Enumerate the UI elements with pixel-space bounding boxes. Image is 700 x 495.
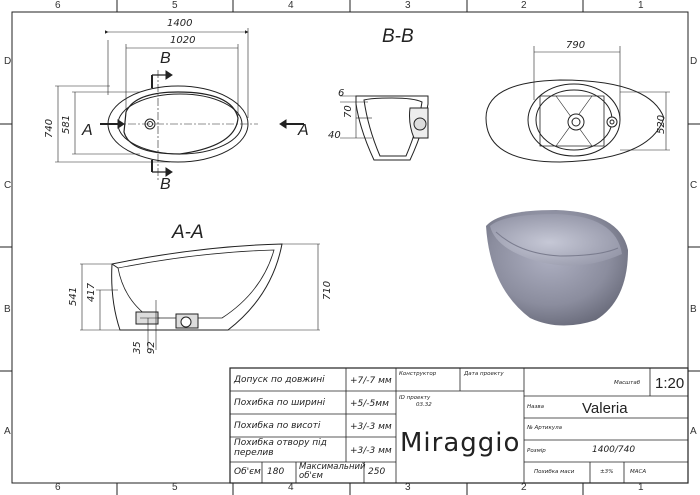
tb-mass-label: МАСА <box>630 469 647 475</box>
zone-right-a: A <box>690 426 697 437</box>
section-aa-view <box>80 243 320 350</box>
plan-view <box>55 28 304 180</box>
zone-bottom-2: 2 <box>521 482 527 493</box>
tb-max-volume-value: 250 <box>368 467 386 477</box>
dim-bb-40: 40 <box>328 130 341 141</box>
dim-aa-541: 541 <box>68 286 79 306</box>
dim-bb-6: 6 <box>338 88 345 99</box>
zone-top-5: 5 <box>172 0 178 11</box>
tb-project-id-label: ID проекту <box>399 395 431 401</box>
tb-row-1-label: Допуск по довжині <box>234 375 325 385</box>
dim-plan-inner-length: 1020 <box>170 35 196 46</box>
zone-bottom-3: 3 <box>405 482 411 493</box>
section-bb-title: B-B <box>382 26 414 47</box>
zone-top-4: 4 <box>288 0 294 11</box>
zone-right-b: B <box>690 304 697 315</box>
section-mark-b-top: B <box>160 50 171 67</box>
tb-row-1-value: +7/-7 мм <box>350 376 392 386</box>
tb-mass-tol-label: Похибка маси <box>534 469 575 475</box>
zone-bottom-1: 1 <box>638 482 644 493</box>
tb-size-value: 1400/740 <box>592 445 636 455</box>
section-mark-b-bottom: B <box>160 176 171 193</box>
tb-row-2-label: Похибка по ширині <box>234 398 326 408</box>
tb-max-volume-label: Максимальний об'єм <box>299 462 366 481</box>
zone-right-c: C <box>690 180 698 191</box>
dim-back-width: 520 <box>656 114 667 134</box>
zone-left-c: C <box>4 180 12 191</box>
section-mark-a-right: A <box>298 122 309 139</box>
zone-right-d: D <box>690 56 698 67</box>
tb-row-4-value: +3/-3 мм <box>350 446 392 456</box>
zone-bottom-6: 6 <box>55 482 61 493</box>
dim-aa-92: 92 <box>146 341 157 354</box>
section-bb-view <box>340 95 429 161</box>
brand-logo: Miraggio <box>400 428 521 458</box>
zone-top-1: 1 <box>638 0 644 11</box>
tb-row-3-label: Похибка по висоті <box>234 421 321 431</box>
zone-left-d: D <box>4 56 12 67</box>
tb-designer-label: Конструктор <box>399 371 437 377</box>
tb-article-label: № Артикула <box>527 425 562 431</box>
dim-plan-inner-width: 581 <box>61 114 72 134</box>
zone-top-3: 3 <box>405 0 411 11</box>
dim-aa-417: 417 <box>86 282 97 302</box>
tb-size-label: Розмір <box>527 448 546 454</box>
tb-name-value: Valeria <box>582 400 628 417</box>
zone-bottom-4: 4 <box>288 482 294 493</box>
dim-plan-length: 1400 <box>167 18 193 29</box>
tb-project-id-value: 03.32 <box>416 402 432 408</box>
tub-render <box>486 210 628 326</box>
tb-volume-value: 180 <box>267 467 285 477</box>
tb-scale-label: Масштаб <box>614 380 641 386</box>
section-aa-title: A-A <box>172 222 204 243</box>
section-mark-a-left: A <box>82 122 93 139</box>
tb-scale-value: 1:20 <box>655 375 685 392</box>
zone-left-b: B <box>4 304 11 315</box>
tb-row-2-value: +5/-5мм <box>350 399 389 409</box>
tb-volume-label: Об'єм <box>234 467 261 477</box>
tb-project-date-label: Дата проекту <box>464 371 504 377</box>
dim-aa-35: 35 <box>132 341 143 354</box>
dim-back-length: 790 <box>566 40 586 51</box>
tb-row-3-value: +3/-3 мм <box>350 422 392 432</box>
tb-row-4-label: Похибка отвору під перелив <box>234 438 327 458</box>
bottom-view <box>485 46 670 163</box>
zone-top-6: 6 <box>55 0 61 11</box>
zone-bottom-5: 5 <box>172 482 178 493</box>
zone-left-a: A <box>4 426 11 437</box>
dim-bb-70: 70 <box>343 105 354 118</box>
tb-mass-tol-value: ±3% <box>600 469 614 475</box>
title-block <box>229 367 689 484</box>
dim-aa-710: 710 <box>322 280 333 300</box>
zone-top-2: 2 <box>521 0 527 11</box>
tb-name-label: Назва <box>527 404 545 410</box>
dim-plan-width: 740 <box>44 118 55 138</box>
